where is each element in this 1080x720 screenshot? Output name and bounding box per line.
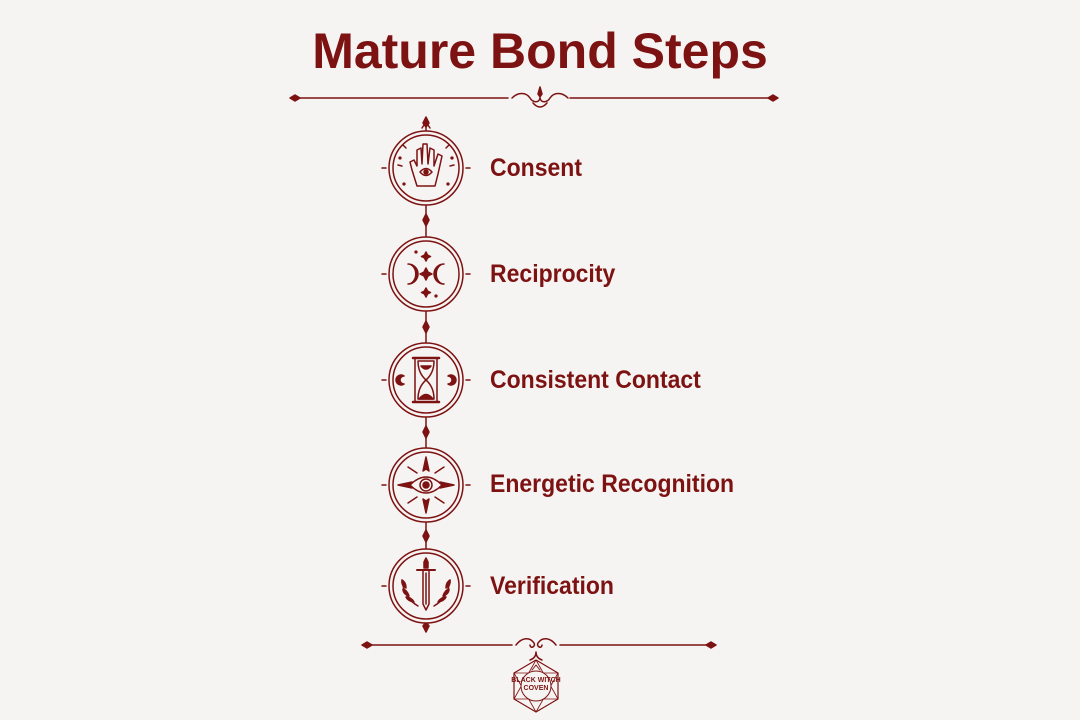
- logo-line-2: COVEN: [523, 685, 549, 692]
- sword-laurel-icon: [381, 548, 471, 624]
- palm-eye-icon: [381, 121, 471, 206]
- page-title: Mature Bond Steps: [312, 23, 768, 79]
- moon-phases-icon: [381, 236, 471, 312]
- bottom-divider: [361, 638, 717, 661]
- logo: BLACK WITCH COVEN: [506, 677, 566, 693]
- hourglass-icon: [381, 342, 471, 418]
- radiant-eye-icon: [381, 447, 471, 523]
- step-label-consent: Consent: [490, 154, 582, 182]
- step-label-reciprocity: Reciprocity: [490, 260, 616, 288]
- step-label-verification: Verification: [490, 572, 614, 600]
- step-label-consistent-contact: Consistent Contact: [490, 366, 701, 394]
- logo-line-1: BLACK WITCH: [511, 677, 561, 684]
- top-divider: [289, 86, 779, 108]
- step-label-energetic-recognition: Energetic Recognition: [490, 470, 735, 498]
- coven-seal-icon: [513, 659, 559, 713]
